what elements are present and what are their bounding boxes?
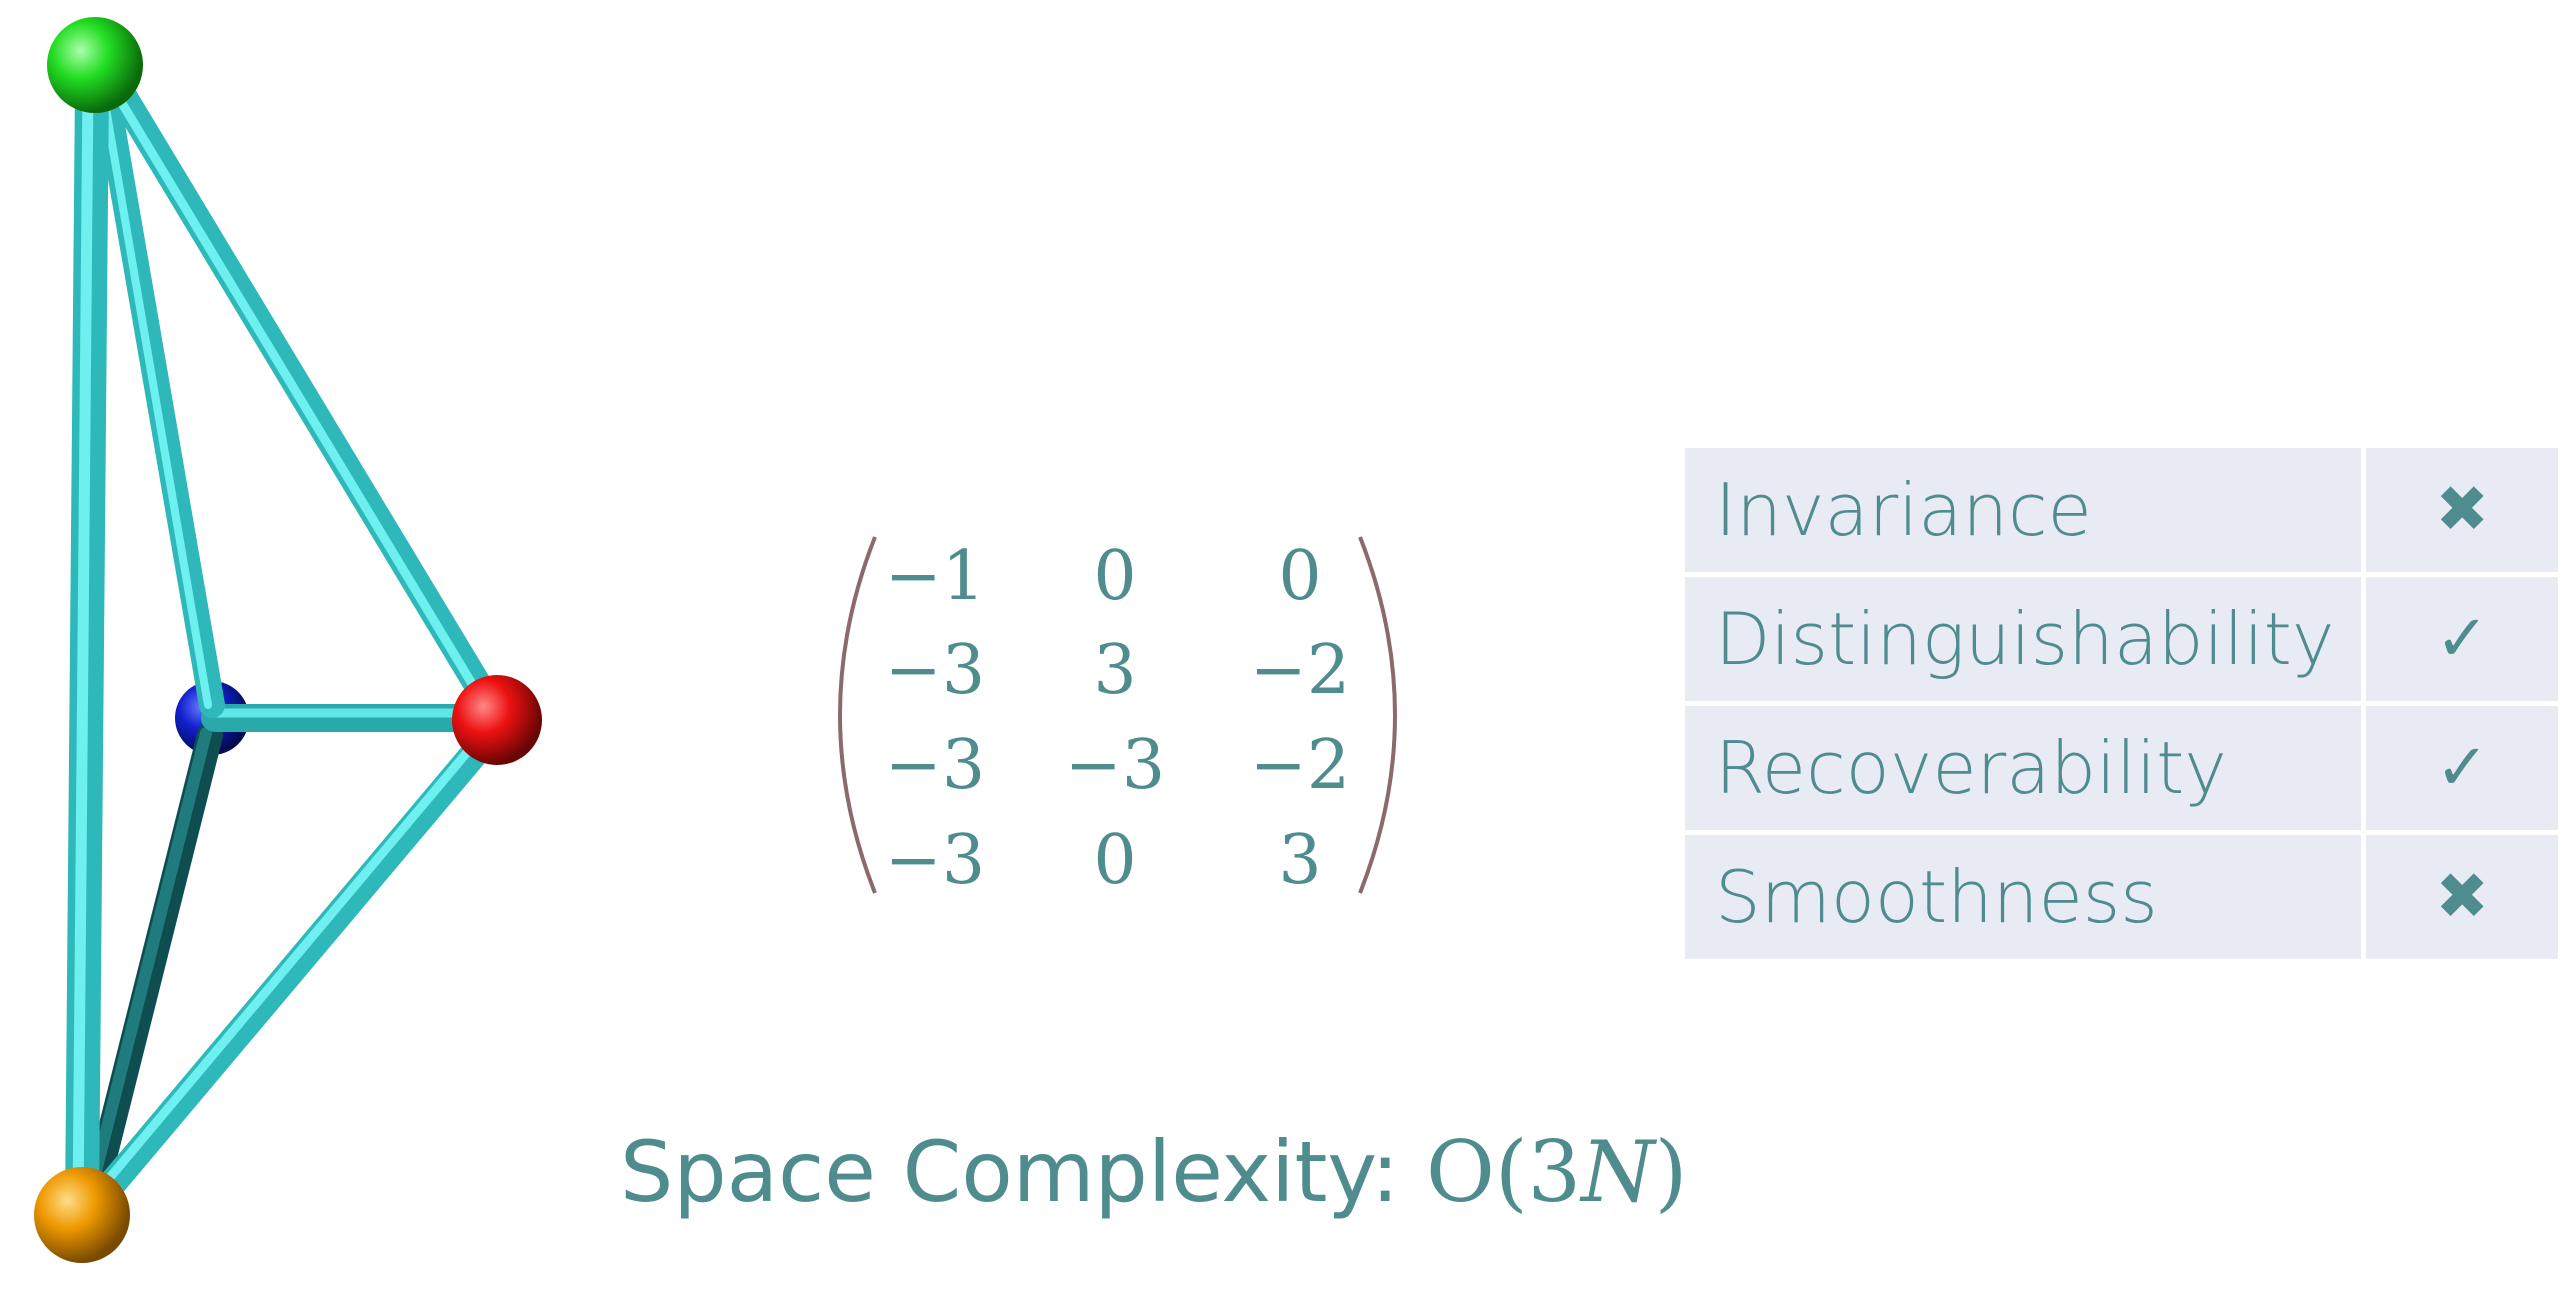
complexity-label: Space Complexity:: [620, 1123, 1426, 1221]
matrix-cell: 3: [1278, 821, 1322, 900]
left-paren: [838, 536, 877, 894]
matrix-cell: −3: [884, 821, 986, 900]
check-icon: ✓: [2361, 572, 2563, 706]
matrix-cell: −3: [884, 726, 986, 805]
matrix: −1 0 0 −3 3 −2 −3 −3 −2 −3 0 3: [815, 525, 1415, 905]
complexity-math-prefix: O(3: [1426, 1123, 1582, 1221]
tetrahedron-molecule: [34, 17, 542, 1263]
matrix-cell: −1: [884, 537, 986, 616]
cross-icon: ✖: [2361, 443, 2563, 577]
property-name: Smoothness: [1679, 830, 2367, 964]
complexity-math-suffix: ): [1654, 1123, 1688, 1221]
atom-top: [47, 17, 143, 113]
matrix-cell: 3: [1093, 631, 1137, 710]
properties-table: Invariance ✖ Distinguishability ✓ Recove…: [1679, 443, 2563, 964]
table-row: Smoothness ✖: [1679, 830, 2563, 964]
matrix-cell: 0: [1278, 537, 1322, 616]
matrix-brackets: [838, 536, 1397, 894]
matrix-cell: −2: [1249, 726, 1351, 805]
complexity-math-var: N: [1581, 1123, 1655, 1221]
table-row: Invariance ✖: [1679, 443, 2563, 577]
property-name: Invariance: [1679, 443, 2367, 577]
right-paren: [1358, 536, 1397, 894]
check-icon: ✓: [2361, 701, 2563, 835]
matrix-cell: −3: [1064, 726, 1166, 805]
matrix-cell: −3: [884, 631, 986, 710]
matrix-cell: 0: [1093, 537, 1137, 616]
property-name: Recoverability: [1679, 701, 2367, 835]
matrix-cell: −2: [1249, 631, 1351, 710]
table-row: Distinguishability ✓: [1679, 572, 2563, 706]
cross-icon: ✖: [2361, 830, 2563, 964]
bond-right-bottom: [76, 721, 504, 1224]
table-row: Recoverability ✓: [1679, 701, 2563, 835]
atom-right: [452, 675, 542, 765]
bonds: [65, 64, 509, 1224]
property-name: Distinguishability: [1679, 572, 2367, 706]
atom-bottom: [34, 1167, 130, 1263]
matrix-cell: 0: [1093, 821, 1137, 900]
space-complexity: Space Complexity: O(3N): [620, 1130, 1687, 1214]
